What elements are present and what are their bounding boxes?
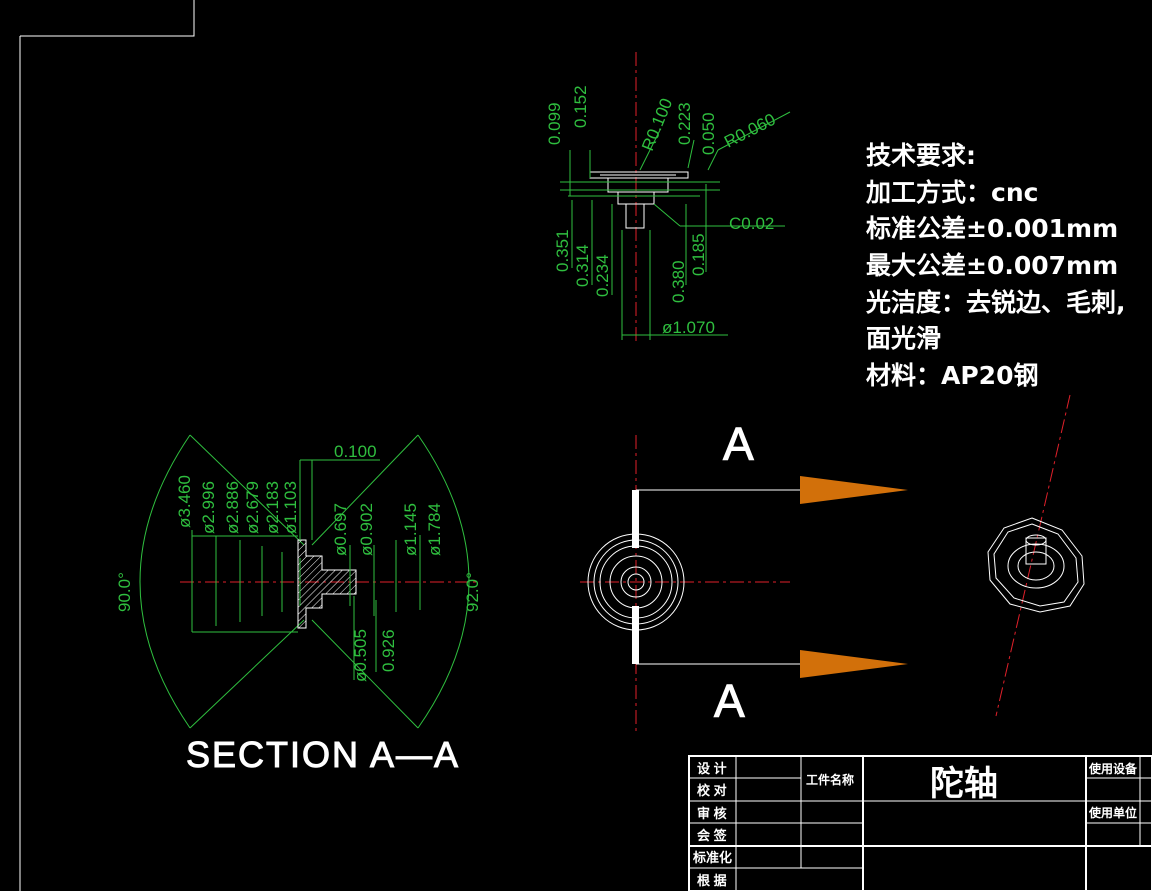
cut-bar-bottom — [632, 606, 639, 664]
tb-part-name: 陀轴 — [930, 765, 998, 803]
dim-r0100: R0.100 — [638, 96, 676, 154]
notes-line-smooth: 面光滑 — [866, 324, 942, 354]
section-hatched-body — [297, 539, 357, 629]
dim-r-1784: ø1.784 — [425, 503, 444, 556]
arc-right — [417, 434, 470, 729]
dim-l-2679: ø2.679 — [243, 481, 262, 534]
dim-0050: 0.050 — [699, 112, 718, 155]
dim-l-1103: ø1.103 — [281, 481, 300, 534]
dim-0380: 0.380 — [669, 260, 688, 303]
technical-requirements: 技术要求: 加工方式：cnc 标准公差±0.001mm 最大公差±0.007mm… — [866, 138, 1126, 395]
tb-countersign: 会 签 — [697, 828, 728, 843]
dim-l-2183: ø2.183 — [263, 481, 282, 534]
notes-line-std-tolerance: 标准公差±0.001mm — [866, 214, 1119, 244]
front-view: A A — [580, 418, 908, 732]
tb-check: 校 对 — [697, 783, 727, 798]
dim-0185: 0.185 — [689, 233, 708, 276]
tb-design: 设 计 — [697, 761, 727, 776]
cut-arrow-bottom — [800, 650, 908, 678]
tb-review: 审 核 — [697, 806, 727, 821]
title-block — [688, 755, 1152, 891]
top-detail-view: 0.099 0.152 R0.100 0.223 0.050 R0.060 C0… — [545, 52, 791, 345]
cut-label-top: A — [723, 418, 754, 470]
dim-m-0902: ø0.902 — [357, 503, 376, 556]
frame-corner — [20, 0, 195, 37]
notes-line-finish: 光洁度：去锐边、毛刺, — [866, 287, 1126, 317]
tb-equip-label: 使用设备 — [1088, 761, 1138, 776]
dim-l-3460: ø3.460 — [175, 475, 194, 528]
notes-line-max-tolerance: 最大公差±0.007mm — [866, 251, 1119, 281]
dim-r0060: R0.060 — [721, 110, 778, 152]
tb-basis: 根 据 — [697, 873, 727, 888]
dim-0223: 0.223 — [675, 102, 694, 145]
section-title: SECTION A—A — [186, 734, 460, 775]
section-view: ø3.460 ø2.996 ø2.886 ø2.679 ø2.183 ø1.10… — [115, 434, 482, 776]
dim-0100: 0.100 — [334, 442, 377, 461]
dim-0234: 0.234 — [593, 254, 612, 297]
dim-l-2996: ø2.996 — [199, 481, 218, 534]
iso-centerline — [995, 394, 1071, 717]
dim-b-0926: 0.926 — [379, 629, 398, 672]
tb-standard: 标准化 — [692, 850, 732, 865]
cut-arrow-top — [800, 476, 908, 504]
dim-dia1070: ø1.070 — [662, 318, 715, 337]
iso-polygon-outer — [987, 517, 1085, 613]
arc-left — [139, 434, 191, 729]
dim-r-1145: ø1.145 — [401, 503, 420, 556]
angle-right: 92.0° — [463, 572, 482, 612]
dim-c002: C0.02 — [729, 214, 774, 233]
notes-line-material: 材料：AP20钢 — [866, 361, 1039, 391]
tb-part-name-label: 工件名称 — [806, 772, 854, 787]
dim-b-0505: ø0.505 — [351, 629, 370, 682]
top-pin — [625, 203, 645, 229]
iso-view — [987, 394, 1085, 717]
notes-heading: 技术要求: — [866, 141, 976, 170]
angle-left: 90.0° — [115, 572, 134, 612]
dim-0152: 0.152 — [571, 85, 590, 128]
notes-line-process: 加工方式：cnc — [866, 177, 1039, 207]
cut-label-bottom: A — [714, 675, 745, 727]
dim-m-0697: ø0.697 — [331, 503, 350, 556]
dim-l-2886: ø2.886 — [223, 481, 242, 534]
tb-unit-label: 使用单位 — [1088, 805, 1137, 820]
dim-0099: 0.099 — [545, 102, 564, 145]
cut-bar-top — [632, 490, 639, 548]
dim-0351: 0.351 — [553, 229, 572, 272]
dim-0314: 0.314 — [573, 244, 592, 287]
